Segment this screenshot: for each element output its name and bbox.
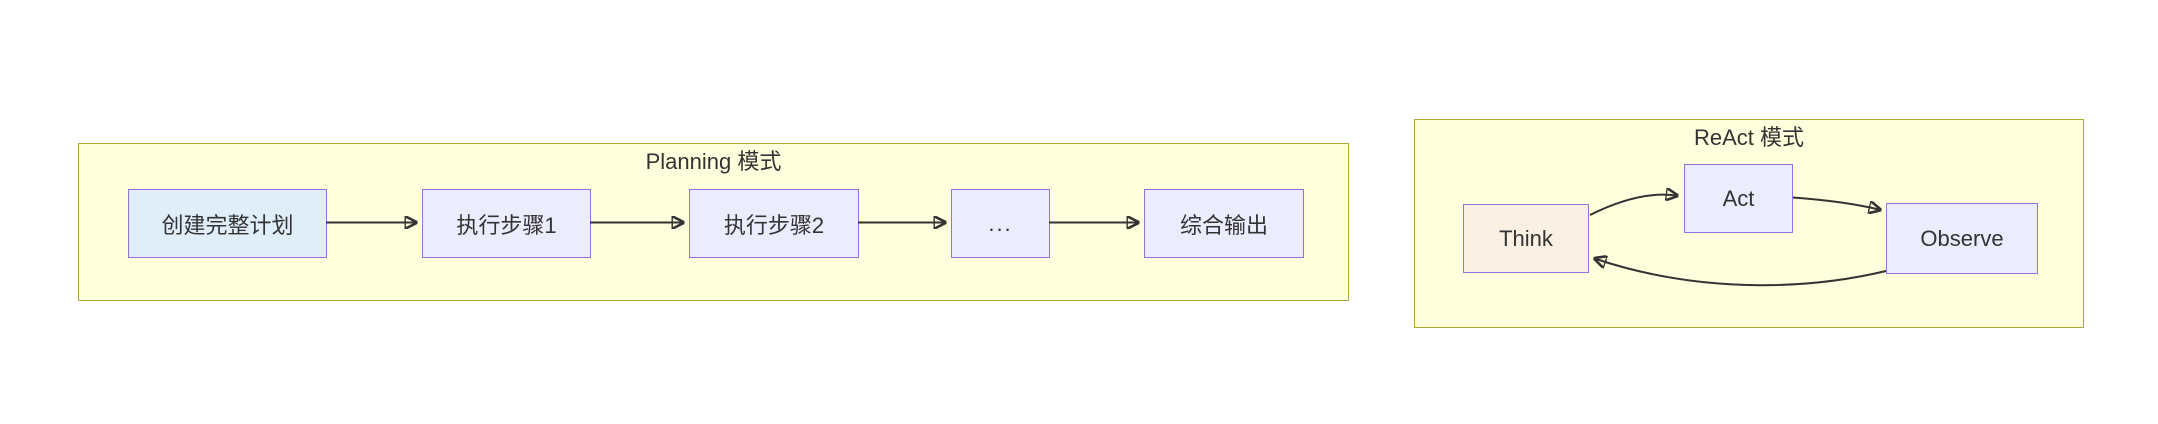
node-create-plan: 创建完整计划 (128, 189, 327, 258)
node-step1: 执行步骤1 (422, 189, 591, 258)
node-act-label: Act (1722, 185, 1755, 211)
node-think-label: Think (1499, 225, 1553, 251)
node-ellipsis: ... (951, 189, 1050, 258)
cluster-planning-title: Planning 模式 (645, 149, 782, 174)
node-step1-label: 执行步骤1 (456, 212, 557, 238)
cluster-react: ReAct 模式 Think Act Observe (1414, 119, 2084, 328)
node-step2: 执行步骤2 (689, 189, 859, 258)
node-observe-label: Observe (1920, 225, 2004, 251)
cluster-planning: Planning 模式 创建完整计划 执行步骤1 执行步骤2 ... 综合输出 (78, 143, 1349, 301)
node-step2-label: 执行步骤2 (723, 212, 825, 238)
node-ellipsis-label: ... (988, 210, 1013, 236)
node-output-label: 综合输出 (1179, 212, 1268, 238)
cluster-react-title: ReAct 模式 (1693, 125, 1805, 150)
node-output: 综合输出 (1144, 189, 1304, 258)
node-observe: Observe (1886, 203, 2038, 274)
node-think: Think (1463, 204, 1589, 273)
node-act: Act (1684, 164, 1793, 233)
node-create-plan-label: 创建完整计划 (161, 212, 294, 238)
